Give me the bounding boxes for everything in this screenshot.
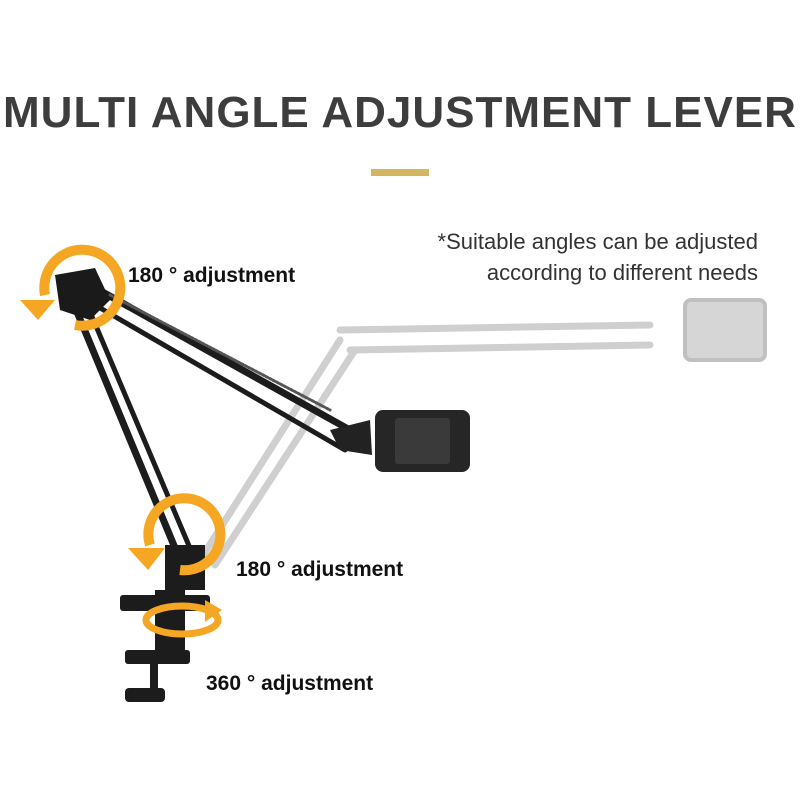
note-line-1: *Suitable angles can be adjusted (437, 229, 758, 254)
note-line-2: according to different needs (486, 260, 758, 285)
page-title: MULTI ANGLE ADJUSTMENT LEVER (3, 88, 797, 137)
top-joint-label: 180 ° adjustment (128, 264, 296, 287)
rotate-arrow-icon (128, 493, 226, 576)
rotate-360-arrow-icon (142, 600, 222, 638)
base-clamp-label: 360 ° adjustment (206, 672, 374, 695)
phone-holder (330, 410, 470, 472)
adjustment-note: *Suitable angles can be adjusted accordi… (438, 226, 758, 288)
accent-divider (371, 169, 429, 176)
top-joint (55, 268, 110, 320)
black-arm (66, 281, 354, 564)
rotate-arrow-icon (20, 244, 126, 331)
middle-joint-label: 180 ° adjustment (236, 558, 404, 581)
faded-arm-position (196, 298, 767, 569)
